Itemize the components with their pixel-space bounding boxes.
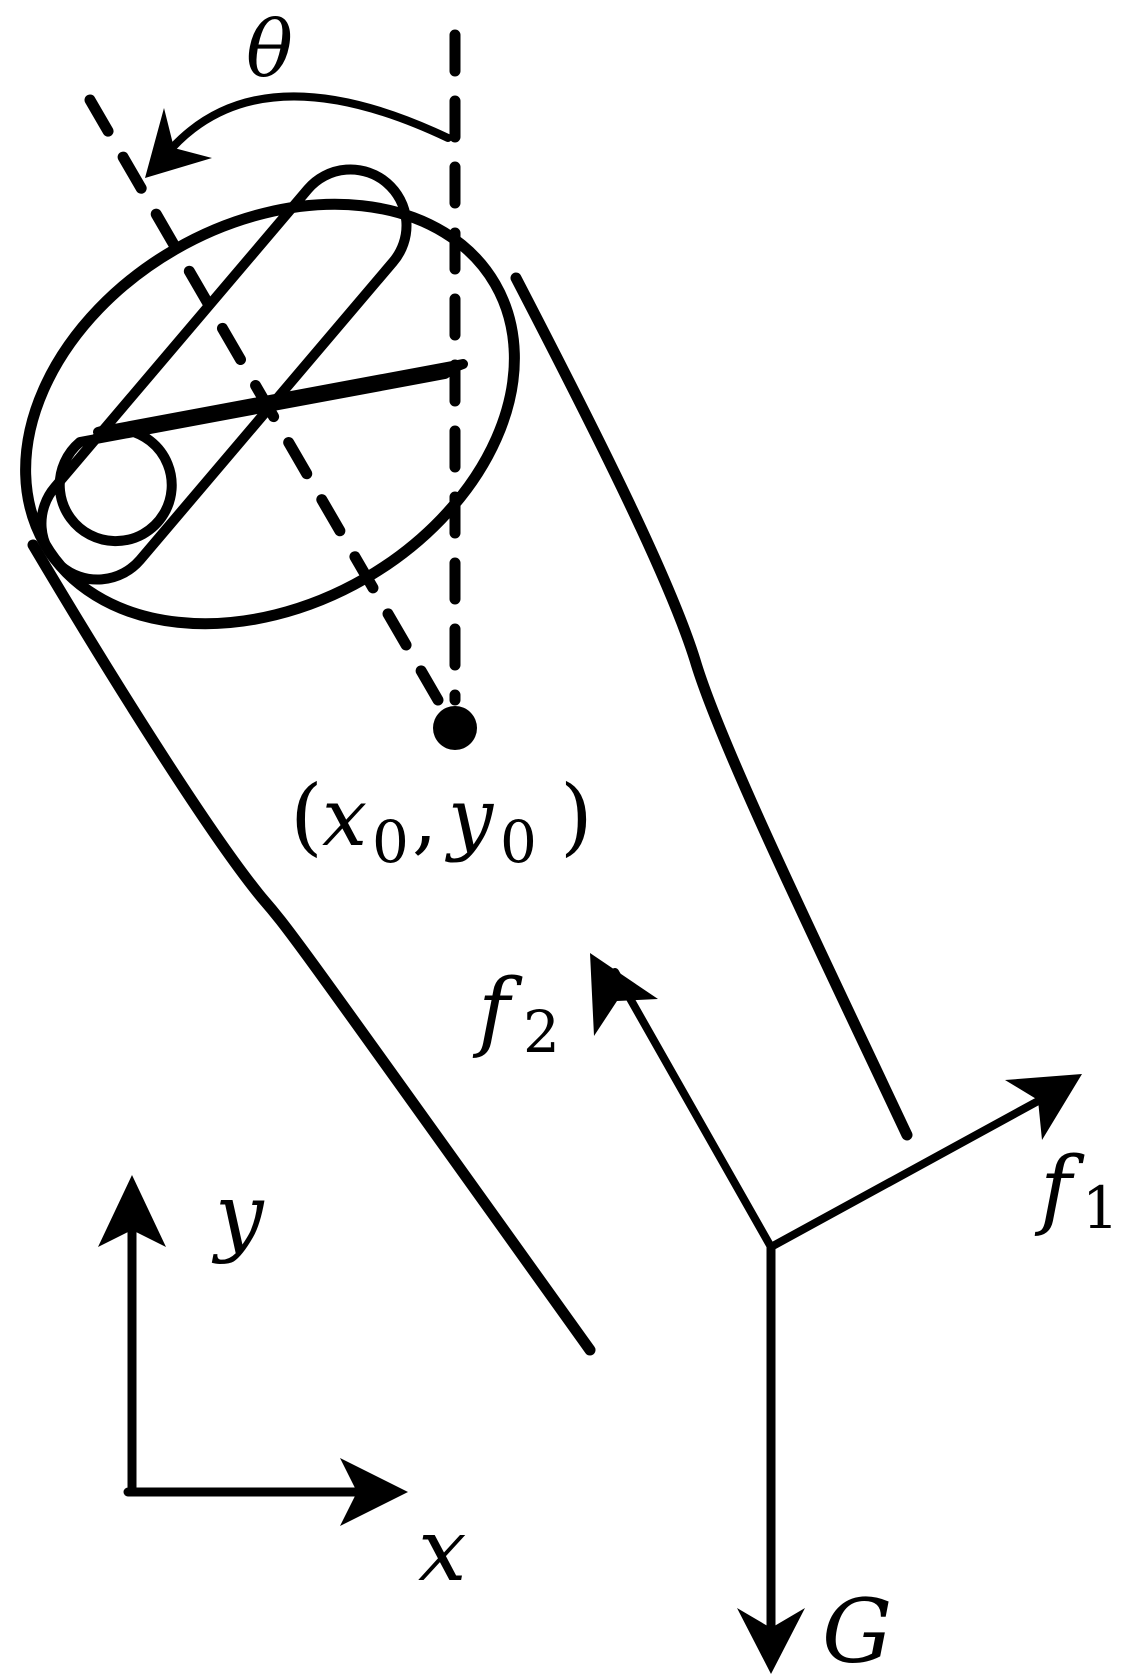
point-y-subscript: 0 [500, 808, 537, 876]
cylinder-left-wall [27, 539, 596, 1356]
contact-point-dot [433, 706, 477, 750]
point-x-label: x [322, 771, 367, 864]
theta-arc [168, 92, 452, 152]
y-axis-label: y [211, 1166, 265, 1266]
point-paren-close: ) [560, 767, 593, 865]
f2-arrowhead [590, 953, 658, 1036]
finger-horizontal-body [35, 364, 464, 545]
f1-subscript: 1 [1082, 1174, 1119, 1242]
f2-arrow-shaft [611, 968, 775, 1251]
gravity-label: G [822, 1580, 892, 1674]
x-axis-arrowhead [340, 1458, 408, 1526]
point-x-subscript: 0 [372, 808, 409, 876]
theta-arrowhead [145, 108, 212, 178]
contact-point-label: ( x 0 , y 0 ) [290, 767, 593, 876]
cylinder-right-wall [510, 272, 913, 1141]
point-y-label: y [445, 771, 495, 864]
finger-horizontal [54, 359, 468, 547]
point-paren-open: ( [290, 767, 323, 865]
f2-subscript: 2 [523, 998, 560, 1066]
x-axis-label: x [418, 1501, 467, 1601]
gravity-arrowhead [737, 1608, 805, 1674]
f2-label: f [472, 961, 523, 1061]
y-axis-arrowhead [98, 1175, 166, 1247]
f1-label: f [1034, 1139, 1085, 1239]
f1-arrow-shaft [767, 1096, 1044, 1251]
point-comma: , [412, 771, 437, 864]
f1-arrowhead [1005, 1074, 1082, 1140]
theta-label: θ [246, 5, 293, 95]
